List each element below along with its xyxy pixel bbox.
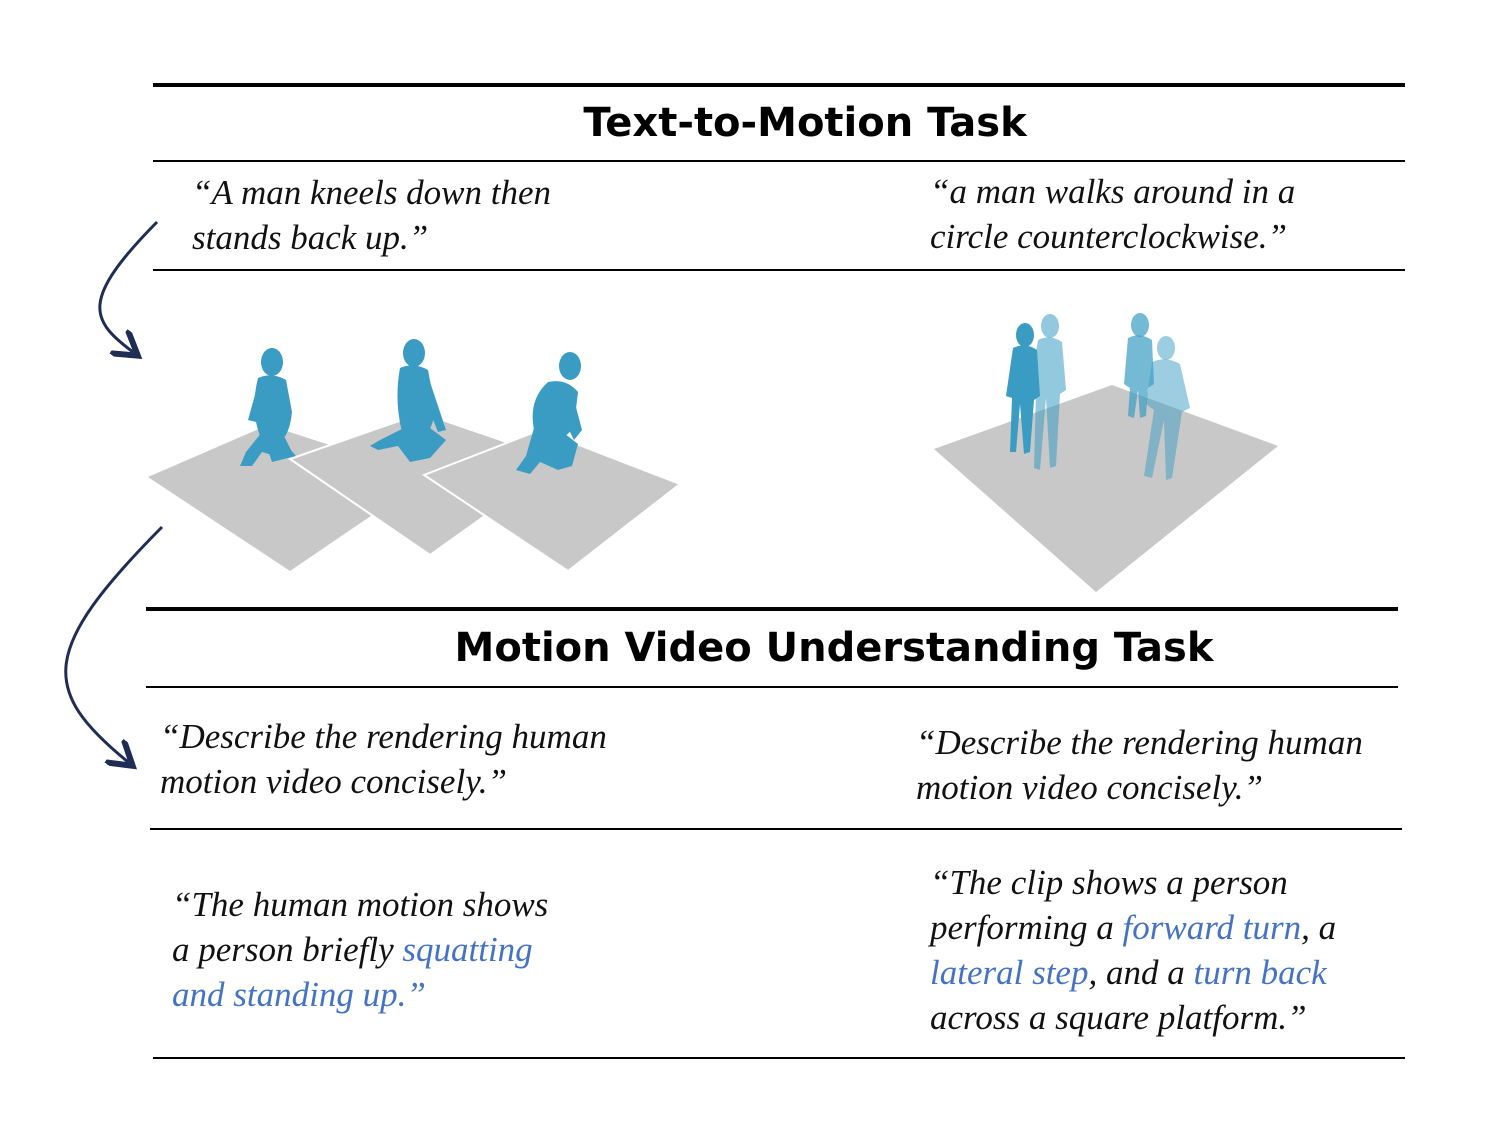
mvu-title: Motion Video Understanding Task xyxy=(454,625,1214,671)
answer-line: across a square platform.” xyxy=(930,998,1307,1037)
answer-line: a person briefly squatting xyxy=(172,927,548,972)
human-figure-walking xyxy=(1144,336,1190,480)
platform xyxy=(421,428,683,573)
answer-text: , and a xyxy=(1088,953,1194,992)
human-figure-walking xyxy=(1006,323,1040,454)
rule-under-t2m-prompts xyxy=(153,269,1405,271)
answer-text: performing a xyxy=(930,908,1123,947)
mvu-left-prompt-line: “Describe the rendering human xyxy=(160,717,607,756)
t2m-left-prompt: “A man kneels down then stands back up.” xyxy=(192,170,551,260)
rule-under-mvu-title xyxy=(146,686,1398,688)
t2m-right-prompt-line: circle counterclockwise.” xyxy=(930,217,1288,256)
flow-arrow-top xyxy=(98,220,159,352)
t2m-right-prompt: “a man walks around in a circle counterc… xyxy=(930,169,1295,259)
mvu-left-prompt-line: motion video concisely.” xyxy=(160,762,508,801)
mvu-right-answer: “The clip shows a person performing a fo… xyxy=(930,860,1336,1040)
t2m-right-prompt-line: “a man walks around in a xyxy=(930,172,1296,211)
mvu-left-answer: “The human motion shows a person briefly… xyxy=(172,882,548,1017)
section-divider-rule xyxy=(146,607,1398,611)
highlighted-action: and standing up.” xyxy=(172,975,426,1014)
rule-under-t2m-title xyxy=(153,160,1405,162)
t2m-left-prompt-line: stands back up.” xyxy=(192,218,429,257)
highlighted-action: forward turn xyxy=(1122,908,1302,947)
human-figure-kneeling xyxy=(240,348,296,466)
mvu-right-prompt-line: “Describe the rendering human xyxy=(916,723,1363,762)
mvu-right-prompt: “Describe the rendering human motion vid… xyxy=(916,720,1363,810)
answer-line: lateral step, and a turn back xyxy=(930,950,1336,995)
human-figure-kneeling xyxy=(370,339,446,462)
answer-line: performing a forward turn, a xyxy=(930,905,1336,950)
top-rule xyxy=(153,83,1405,87)
mvu-left-prompt: “Describe the rendering human motion vid… xyxy=(160,714,607,804)
human-figure-crouching xyxy=(516,352,582,474)
highlighted-action: squatting xyxy=(402,930,533,969)
bottom-rule xyxy=(153,1057,1405,1059)
highlighted-action: lateral step xyxy=(930,953,1089,992)
answer-line: “The human motion shows xyxy=(172,885,549,924)
highlighted-action: turn back xyxy=(1193,953,1327,992)
t2m-title: Text-to-Motion Task xyxy=(583,100,1027,146)
rule-under-mvu-prompts xyxy=(150,828,1402,830)
answer-line: “The clip shows a person xyxy=(930,863,1288,902)
flow-arrow-bottom xyxy=(64,525,164,762)
platform xyxy=(934,385,1278,592)
human-figure-walking xyxy=(1030,314,1066,470)
human-figure-walking xyxy=(1124,313,1154,418)
mvu-right-prompt-line: motion video concisely.” xyxy=(916,768,1264,807)
answer-text: , a xyxy=(1301,908,1337,947)
t2m-left-prompt-line: “A man kneels down then xyxy=(192,173,552,212)
answer-text: a person briefly xyxy=(172,930,403,969)
